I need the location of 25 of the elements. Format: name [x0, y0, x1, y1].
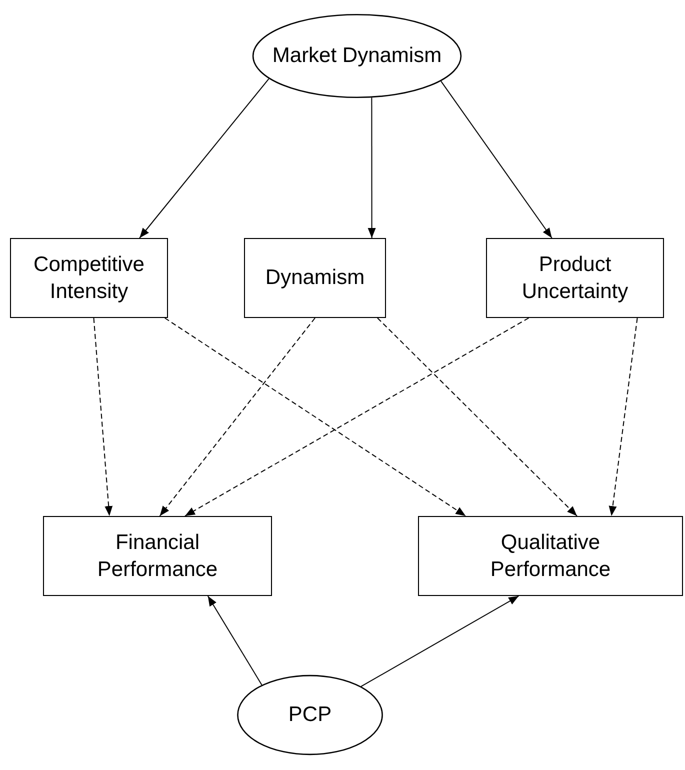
- arrow: [184, 318, 530, 516]
- arrow: [360, 596, 520, 687]
- arrow: [93, 318, 113, 516]
- node-label: Dynamism: [265, 265, 365, 292]
- ellipse-node: [252, 14, 462, 98]
- node-label: Competitive Intensity: [32, 252, 146, 305]
- arrow: [139, 78, 270, 238]
- arrow: [608, 318, 638, 516]
- arrow: [368, 97, 376, 238]
- node-label: Qualitative Performance: [489, 530, 612, 583]
- node-label: Product Uncertainty: [520, 252, 630, 305]
- process-box: [43, 516, 272, 596]
- process-box: [10, 238, 168, 318]
- arrow: [159, 318, 316, 516]
- process-box: [244, 238, 386, 318]
- arrow: [440, 80, 552, 238]
- arrow: [207, 596, 262, 686]
- arrow: [164, 318, 466, 516]
- process-box: [418, 516, 683, 596]
- process-box: [486, 238, 664, 318]
- node-label: Market Dynamism: [272, 43, 442, 70]
- ellipse-node: [237, 675, 383, 755]
- node-label: PCP: [288, 702, 332, 728]
- arrow: [376, 318, 578, 516]
- node-label: Financial Performance: [96, 530, 219, 583]
